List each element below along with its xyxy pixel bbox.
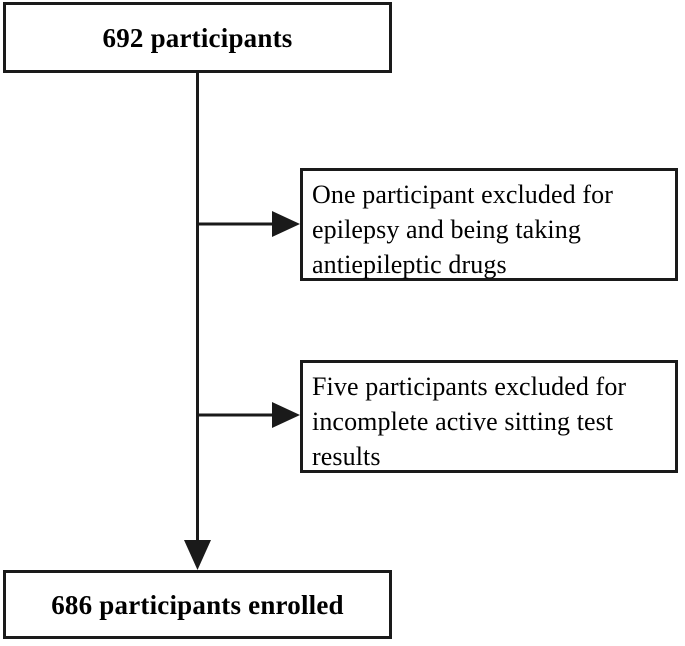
node-exclusion-incomplete-results-line-2: incomplete active sitting test (312, 407, 614, 436)
node-total-participants-label: 692 participants (102, 22, 293, 53)
node-exclusion-incomplete-results: Five participants excluded for incomplet… (300, 360, 678, 473)
node-participants-enrolled: 686 participants enrolled (3, 570, 392, 639)
node-exclusion-epilepsy-line-1: One participant excluded for (312, 180, 613, 209)
node-exclusion-epilepsy: One participant excluded for epilepsy an… (300, 168, 678, 281)
node-participants-enrolled-label: 686 participants enrolled (51, 589, 344, 620)
branch-incomplete-arrowhead-icon (272, 402, 300, 428)
node-exclusion-epilepsy-line-2: epilepsy and being taking (312, 215, 581, 244)
node-exclusion-incomplete-results-line-3: results (312, 442, 381, 471)
spine-arrowhead-icon (184, 540, 211, 570)
node-exclusion-epilepsy-line-3: antiepileptic drugs (312, 250, 507, 279)
node-total-participants: 692 participants (3, 2, 392, 73)
node-exclusion-incomplete-results-line-1: Five participants excluded for (312, 372, 627, 401)
branch-epilepsy-arrowhead-icon (272, 211, 300, 237)
